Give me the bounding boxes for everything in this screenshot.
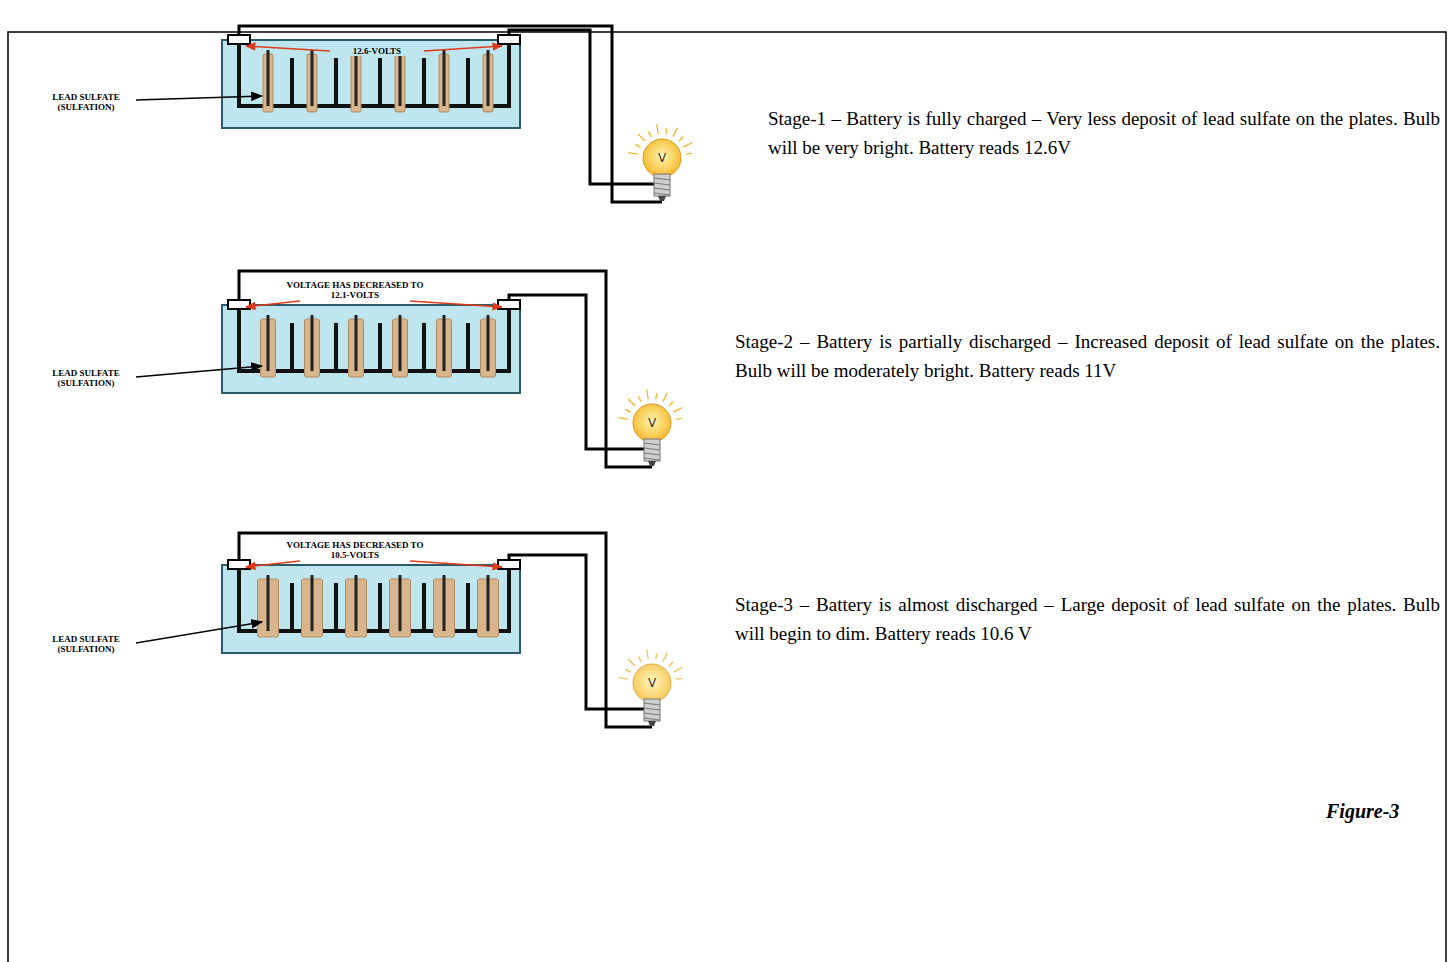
plate: [399, 50, 402, 106]
voltage-arrow: [246, 301, 300, 307]
plate: [422, 583, 426, 631]
plate: [487, 575, 490, 631]
plate: [311, 575, 314, 631]
bulb: [618, 389, 682, 466]
battery-case: [222, 305, 520, 393]
wire: [239, 533, 652, 727]
plate: [466, 323, 470, 371]
plate: [487, 50, 490, 106]
bus-bar: [239, 309, 509, 371]
plate: [378, 323, 382, 371]
bulb-symbol: V: [642, 416, 662, 430]
bulb-symbol: V: [642, 676, 662, 690]
voltage-arrow: [424, 46, 502, 51]
voltage-arrow: [246, 46, 330, 51]
plate: [290, 323, 294, 371]
voltage-arrow: [410, 301, 502, 307]
bus-bar: [239, 44, 509, 106]
terminal: [498, 35, 520, 44]
plate: [267, 315, 270, 371]
plate: [487, 315, 490, 371]
plate: [311, 50, 314, 106]
battery-case: [222, 40, 520, 128]
figure-caption: Figure-3: [1326, 800, 1436, 823]
plate: [267, 50, 270, 106]
voltage-label: 12.6-VOLTS: [330, 46, 424, 56]
plate: [290, 58, 294, 106]
plate: [466, 583, 470, 631]
stage-description: Stage-1 – Battery is fully charged – Ver…: [768, 104, 1440, 162]
frame: [8, 32, 1446, 962]
bulb-symbol: V: [652, 151, 672, 165]
plate: [399, 315, 402, 371]
bulb: [618, 649, 682, 726]
part-label: LEAD SULFATE (SULFATION): [38, 92, 134, 112]
plate: [466, 58, 470, 106]
plate: [378, 58, 382, 106]
bulb: [628, 124, 692, 201]
part-label: LEAD SULFATE (SULFATION): [38, 368, 134, 388]
stage-description: Stage-3 – Battery is almost discharged –…: [735, 590, 1440, 648]
bus-bar: [239, 569, 509, 631]
battery-3: [222, 533, 682, 727]
wire: [509, 555, 644, 709]
plate: [443, 50, 446, 106]
wire: [509, 30, 654, 184]
battery-case: [222, 565, 520, 653]
wire: [239, 271, 652, 467]
plate: [355, 50, 358, 106]
terminal: [228, 35, 250, 44]
leader-line: [136, 366, 262, 377]
battery-2: [222, 271, 682, 467]
leader-line: [136, 96, 262, 100]
part-label: LEAD SULFATE (SULFATION): [38, 634, 134, 654]
plate: [443, 575, 446, 631]
wire: [509, 295, 644, 449]
plate: [311, 315, 314, 371]
voltage-arrow: [246, 561, 300, 567]
plate: [422, 58, 426, 106]
plate: [355, 575, 358, 631]
plate: [267, 575, 270, 631]
stage-description: Stage-2 – Battery is partially discharge…: [735, 327, 1440, 385]
plate: [399, 575, 402, 631]
voltage-label: VOLTAGE HAS DECREASED TO 10.5-VOLTS: [280, 540, 430, 560]
plate: [334, 583, 338, 631]
plate: [355, 315, 358, 371]
voltage-arrow: [410, 561, 502, 567]
battery-1: [222, 26, 692, 202]
plate: [422, 323, 426, 371]
plate: [378, 583, 382, 631]
leader-line: [136, 622, 262, 643]
plate: [443, 315, 446, 371]
plate: [290, 583, 294, 631]
plate: [334, 58, 338, 106]
plate: [334, 323, 338, 371]
voltage-label: VOLTAGE HAS DECREASED TO 12.1-VOLTS: [280, 280, 430, 300]
